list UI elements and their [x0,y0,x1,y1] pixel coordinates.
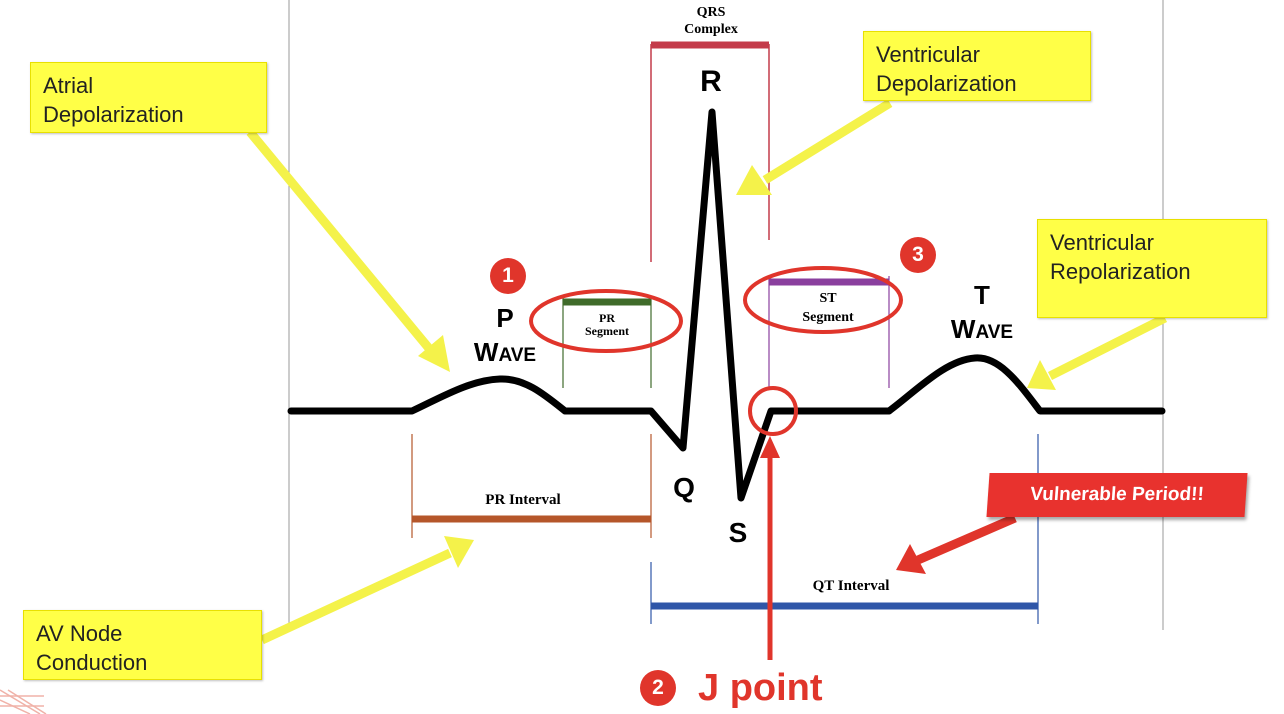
j-point-highlight [748,386,798,436]
p-wave-w: W [474,337,499,367]
qrs-label-line1: QRS [697,5,726,20]
t-wave-rest: AVE [975,322,1013,343]
ecg-trace [287,108,1166,502]
atrial-depolarization-callout: Atrial Depolarization [30,62,267,133]
q-label: Q [673,472,695,503]
t-letter: T [974,280,990,310]
pr-segment-label-line1: PR [599,311,615,325]
ventricular-repolarization-callout: Ventricular Repolarization [1037,219,1267,318]
p-wave-label: WAVE [474,337,536,367]
t-wave-label: WAVE [951,314,1013,344]
p-letter: P [496,303,513,333]
av-node-line1: AV Node [36,621,123,646]
qrs-label-line2: Complex [684,22,738,37]
ventricular-dep-arrow-shaft [762,99,893,184]
st-segment-label-line2: Segment [802,310,854,325]
atrial-callout-line2: Depolarization [43,102,184,127]
s-label: S [729,517,748,548]
st-segment-label-line1: ST [819,291,837,306]
yellow-arrows [246,99,1168,645]
vulnerable-period-label: Vulnerable Period!! [986,473,1248,517]
j-point-label: J point [698,667,823,709]
vulnerable-arrow-head [896,544,926,574]
pr-segment-label-line2: Segment [585,324,629,338]
st-segment-highlight [743,266,903,334]
pr-segment-highlight [529,289,683,353]
av-node-line2: Conduction [36,650,148,675]
pr-interval-label: PR Interval [485,492,560,508]
atrial-arrow-shaft [246,129,436,355]
vulnerable-arrow-shaft [916,513,1017,565]
badge-1: 1 [490,258,526,294]
j-point-arrow-head [760,436,780,458]
atrial-arrow-head [418,335,450,372]
t-wave-w: W [951,314,976,344]
ventricular-depolarization-callout: Ventricular Depolarization [863,31,1091,101]
ventricular-rep-arrow-head [1027,360,1056,390]
av-node-arrow-shaft [260,548,452,645]
badge-2: 2 [640,670,676,706]
qt-interval-label: QT Interval [813,578,890,594]
atrial-callout-line1: Atrial [43,73,94,98]
r-label: R [700,65,722,98]
p-wave-rest: AVE [498,345,536,366]
corner-logo-icon [0,689,47,714]
ventricular-rep-arrow-shaft [1047,313,1168,381]
ventricular-dep-arrow-head [736,165,772,195]
av-node-conduction-callout: AV Node Conduction [23,610,262,680]
av-node-arrow-head [444,536,474,568]
ventricular-rep-line1: Ventricular [1050,230,1154,255]
ventricular-dep-line1: Ventricular [876,42,980,67]
ventricular-dep-line2: Depolarization [876,71,1017,96]
ventricular-rep-line2: Repolarization [1050,259,1191,284]
badge-3: 3 [900,237,936,273]
